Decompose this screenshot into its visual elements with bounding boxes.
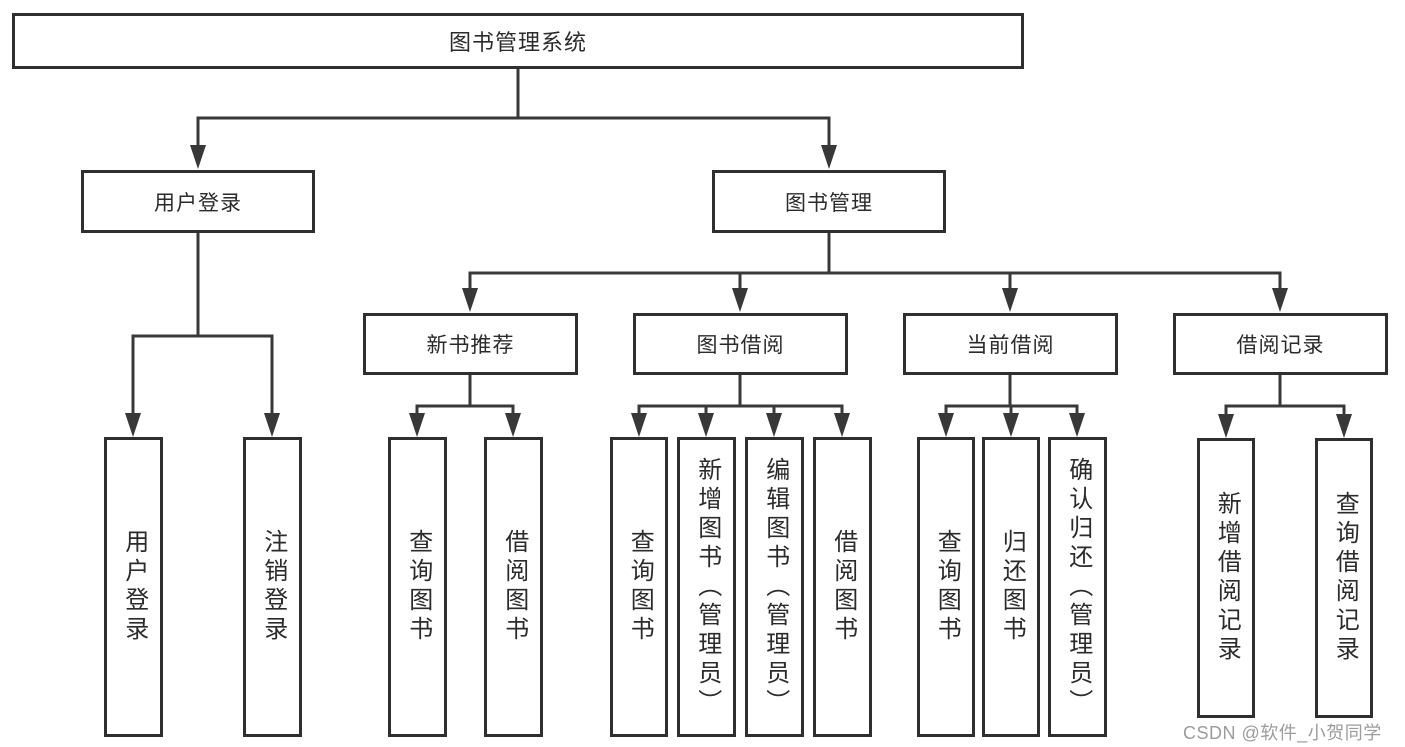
- leaf-query-borrow-record-label: 查询借阅记录: [1331, 491, 1359, 665]
- leaf-query-book-1-label: 查询图书: [404, 529, 432, 645]
- leaf-query-book-1: 查询图书: [388, 437, 447, 737]
- leaf-add-borrow-record: 新增借阅记录: [1197, 438, 1255, 718]
- leaf-borrow-book-2-label: 借阅图书: [829, 529, 857, 645]
- leaf-logout-label: 注销登录: [259, 529, 287, 645]
- leaf-return-book: 归还图书: [982, 437, 1040, 737]
- node-book-management: 图书管理: [712, 170, 946, 233]
- leaf-query-book-3: 查询图书: [917, 437, 975, 737]
- leaf-borrow-book-2: 借阅图书: [813, 437, 872, 737]
- node-new-book-recommend: 新书推荐: [363, 313, 578, 375]
- node-new-book-recommend-label: 新书推荐: [426, 334, 515, 357]
- leaf-return-book-label: 归还图书: [998, 529, 1026, 645]
- leaf-confirm-return-admin: 确认归还（管理员）: [1048, 437, 1107, 737]
- connector-book-management-to-level3: [462, 233, 1288, 312]
- leaf-edit-book-admin-label: 编辑图书（管理员）: [761, 456, 789, 718]
- node-book-borrow: 图书借阅: [633, 313, 848, 375]
- node-book-borrow-label: 图书借阅: [696, 334, 785, 357]
- leaf-user-login: 用户登录: [104, 437, 163, 737]
- connector-book-borrow-to-children: [631, 375, 850, 437]
- node-root-system: 图书管理系统: [12, 13, 1024, 69]
- node-borrow-record: 借阅记录: [1173, 313, 1388, 375]
- node-current-borrow-label: 当前借阅: [966, 334, 1055, 357]
- leaf-add-book-admin-label: 新增图书（管理员）: [693, 456, 721, 718]
- connector-root-to-level2: [190, 69, 837, 169]
- csdn-watermark: CSDN @软件_小贺同学: [1183, 723, 1382, 743]
- node-user-login: 用户登录: [81, 170, 315, 233]
- node-book-management-label: 图书管理: [785, 191, 873, 215]
- leaf-borrow-book-1: 借阅图书: [484, 437, 543, 737]
- node-borrow-record-label: 借阅记录: [1236, 334, 1325, 357]
- leaf-user-login-label: 用户登录: [120, 529, 148, 645]
- leaf-query-book-3-label: 查询图书: [933, 529, 961, 645]
- leaf-logout: 注销登录: [243, 437, 302, 737]
- leaf-edit-book-admin: 编辑图书（管理员）: [745, 437, 804, 737]
- leaf-query-book-2: 查询图书: [610, 437, 668, 737]
- leaf-add-book-admin: 新增图书（管理员）: [677, 437, 736, 737]
- node-user-login-label: 用户登录: [154, 191, 242, 215]
- connector-borrow-record-to-children: [1218, 375, 1352, 438]
- leaf-confirm-return-admin-label: 确认归还（管理员）: [1064, 456, 1092, 718]
- connector-current-borrow-to-children: [938, 375, 1085, 437]
- node-root-system-label: 图书管理系统: [448, 30, 587, 55]
- connector-new-book-recommend-to-children: [409, 375, 521, 437]
- leaf-query-borrow-record: 查询借阅记录: [1315, 438, 1373, 718]
- leaf-query-book-2-label: 查询图书: [626, 529, 654, 645]
- connector-user-login-to-children: [125, 233, 280, 437]
- node-current-borrow: 当前借阅: [903, 313, 1118, 375]
- leaf-borrow-book-1-label: 借阅图书: [500, 529, 528, 645]
- leaf-add-borrow-record-label: 新增借阅记录: [1213, 491, 1241, 665]
